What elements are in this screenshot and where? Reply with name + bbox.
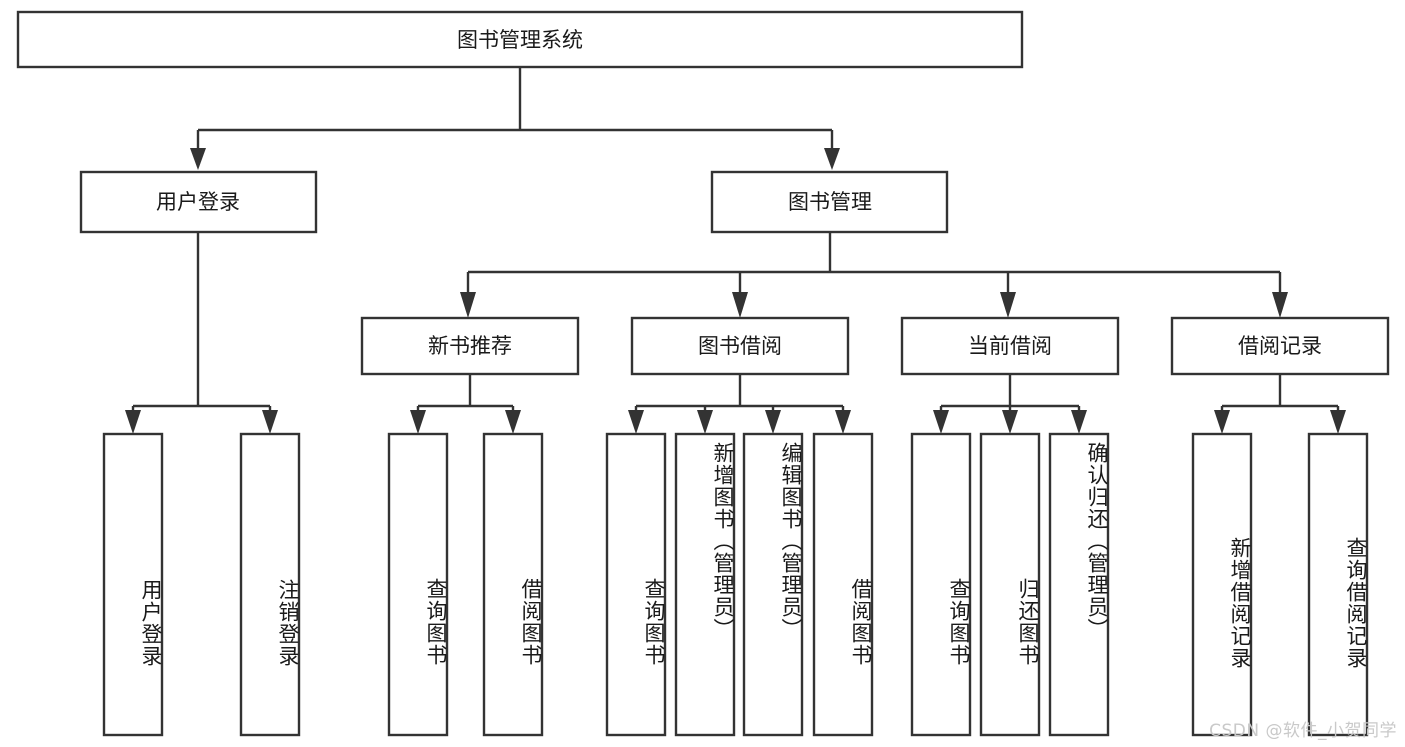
leaf-box-user-login-1[interactable] xyxy=(239,432,301,737)
arrow-head-icon xyxy=(732,292,748,318)
arrow-head-icon xyxy=(125,410,141,434)
leaf-box-current-borrow-2[interactable] xyxy=(1048,432,1110,737)
arrow-head-icon xyxy=(933,410,949,434)
node-book-borrow-label: 图书借阅 xyxy=(698,334,782,358)
node-new-book-recommend-label: 新书推荐 xyxy=(428,334,512,358)
node-current-borrow-box xyxy=(900,316,1120,376)
arrow-head-icon xyxy=(824,148,840,170)
arrow-head-icon xyxy=(505,410,521,434)
arrow-head-icon xyxy=(460,292,476,318)
arrow-head-icon xyxy=(835,410,851,434)
node-book-management[interactable]: 图书管理 xyxy=(710,170,949,234)
node-user-login[interactable]: 用户登录 xyxy=(79,170,318,234)
connector-user-login-to-leaves xyxy=(125,232,278,434)
csdn-watermark: CSDN @软件_小贺同学 xyxy=(1209,721,1397,741)
leaf-box-borrow-record-0[interactable] xyxy=(1191,432,1253,737)
node-new-book-recommend-box xyxy=(360,316,580,376)
leaf-box-book-borrow-0[interactable] xyxy=(605,432,667,737)
node-borrow-record-label: 借阅记录 xyxy=(1238,334,1322,358)
arrow-head-icon xyxy=(190,148,206,170)
arrow-head-icon xyxy=(628,410,644,434)
arrow-head-icon xyxy=(1272,292,1288,318)
leaf-box-current-borrow-0[interactable] xyxy=(910,432,972,737)
arrow-head-icon xyxy=(1071,410,1087,434)
leaf-box-new-book-0[interactable] xyxy=(387,432,449,737)
node-book-management-label: 图书管理 xyxy=(788,190,872,214)
node-user-login-label: 用户登录 xyxy=(156,190,240,214)
arrow-head-icon xyxy=(765,410,781,434)
arrow-head-icon xyxy=(697,410,713,434)
node-borrow-record[interactable]: 借阅记录 xyxy=(1170,316,1390,376)
leaf-box-user-login-0[interactable] xyxy=(102,432,164,737)
node-new-book-recommend[interactable]: 新书推荐 xyxy=(360,316,580,376)
arrow-head-icon xyxy=(410,410,426,434)
arrow-head-icon xyxy=(1330,410,1346,434)
node-book-borrow[interactable]: 图书借阅 xyxy=(630,316,850,376)
arrow-head-icon xyxy=(1002,410,1018,434)
leaf-box-book-borrow-3[interactable] xyxy=(812,432,874,737)
leaf-box-current-borrow-1[interactable] xyxy=(979,432,1041,737)
connector-book-management-to-level3 xyxy=(460,232,1288,318)
leaf-box-book-borrow-2[interactable] xyxy=(742,432,804,737)
connector-new-book-recommend-to-leaves xyxy=(410,374,521,434)
connector-borrow-record-to-leaves xyxy=(1214,374,1346,434)
connector-root-to-level2 xyxy=(190,67,840,170)
leaf-box-book-borrow-1[interactable] xyxy=(674,432,736,737)
connector-current-borrow-to-leaves xyxy=(933,374,1087,434)
node-current-borrow[interactable]: 当前借阅 xyxy=(900,316,1120,376)
connector-book-borrow-to-leaves xyxy=(628,374,851,434)
node-root[interactable]: 图书管理系统 xyxy=(16,10,1024,69)
node-user-login-box xyxy=(79,170,318,234)
arrow-head-icon xyxy=(1000,292,1016,318)
node-root-box xyxy=(16,10,1024,69)
arrow-head-icon xyxy=(262,410,278,434)
arrow-head-icon xyxy=(1214,410,1230,434)
node-current-borrow-label: 当前借阅 xyxy=(968,334,1052,358)
leaf-box-new-book-1[interactable] xyxy=(482,432,544,737)
node-root-label: 图书管理系统 xyxy=(457,28,583,52)
leaf-box-borrow-record-1[interactable] xyxy=(1307,432,1369,737)
